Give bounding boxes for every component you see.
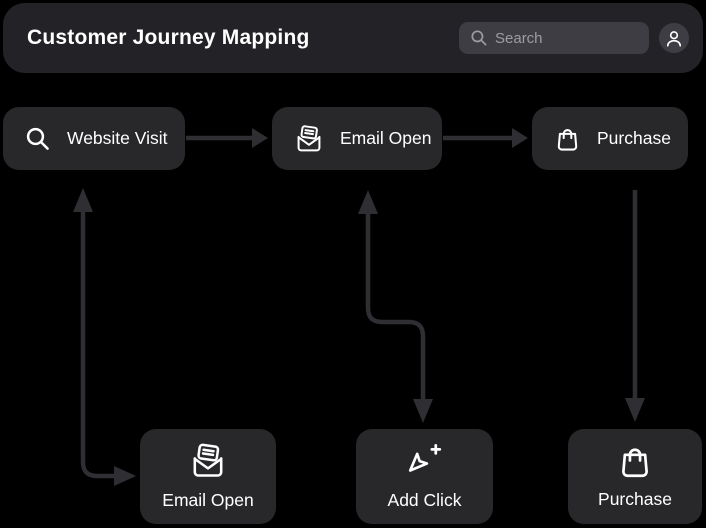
journey-canvas: Website Visit Email Open [0, 73, 706, 528]
connector-emailopen-to-purchase [443, 128, 528, 148]
shopping-bag-icon [622, 448, 648, 478]
page-title: Customer Journey Mapping [27, 26, 310, 49]
node-label: Purchase [598, 489, 672, 509]
avatar-button[interactable] [659, 23, 689, 53]
node-label: Email Open [340, 128, 432, 148]
node-email-open-top[interactable]: Email Open [272, 107, 442, 170]
node-label: Purchase [597, 128, 671, 148]
search-box [459, 22, 649, 54]
node-label: Email Open [162, 490, 254, 510]
connector-purchase-to-purchase [625, 190, 645, 422]
connector-addclick-to-emailopen [358, 190, 433, 423]
node-website-visit[interactable]: Website Visit [3, 107, 185, 170]
magnifier-icon [26, 127, 49, 150]
person-icon [666, 31, 682, 47]
search-input[interactable] [459, 22, 649, 54]
shopping-bag-icon [557, 129, 578, 151]
node-add-click[interactable]: Add Click [356, 429, 493, 524]
node-label: Add Click [387, 490, 462, 510]
node-email-open-bottom[interactable]: Email Open [140, 429, 276, 524]
header-bar: Customer Journey Mapping [3, 3, 703, 73]
node-label: Website Visit [67, 128, 168, 148]
email-open-icon [297, 124, 321, 151]
node-purchase-bottom[interactable]: Purchase [568, 429, 702, 524]
node-purchase-top[interactable]: Purchase [532, 107, 688, 170]
email-open-icon [193, 443, 223, 477]
cursor-plus-icon [408, 444, 441, 472]
connector-website-to-emailopen [186, 128, 268, 148]
connector-emailopen-bottom-to-website [73, 188, 136, 486]
